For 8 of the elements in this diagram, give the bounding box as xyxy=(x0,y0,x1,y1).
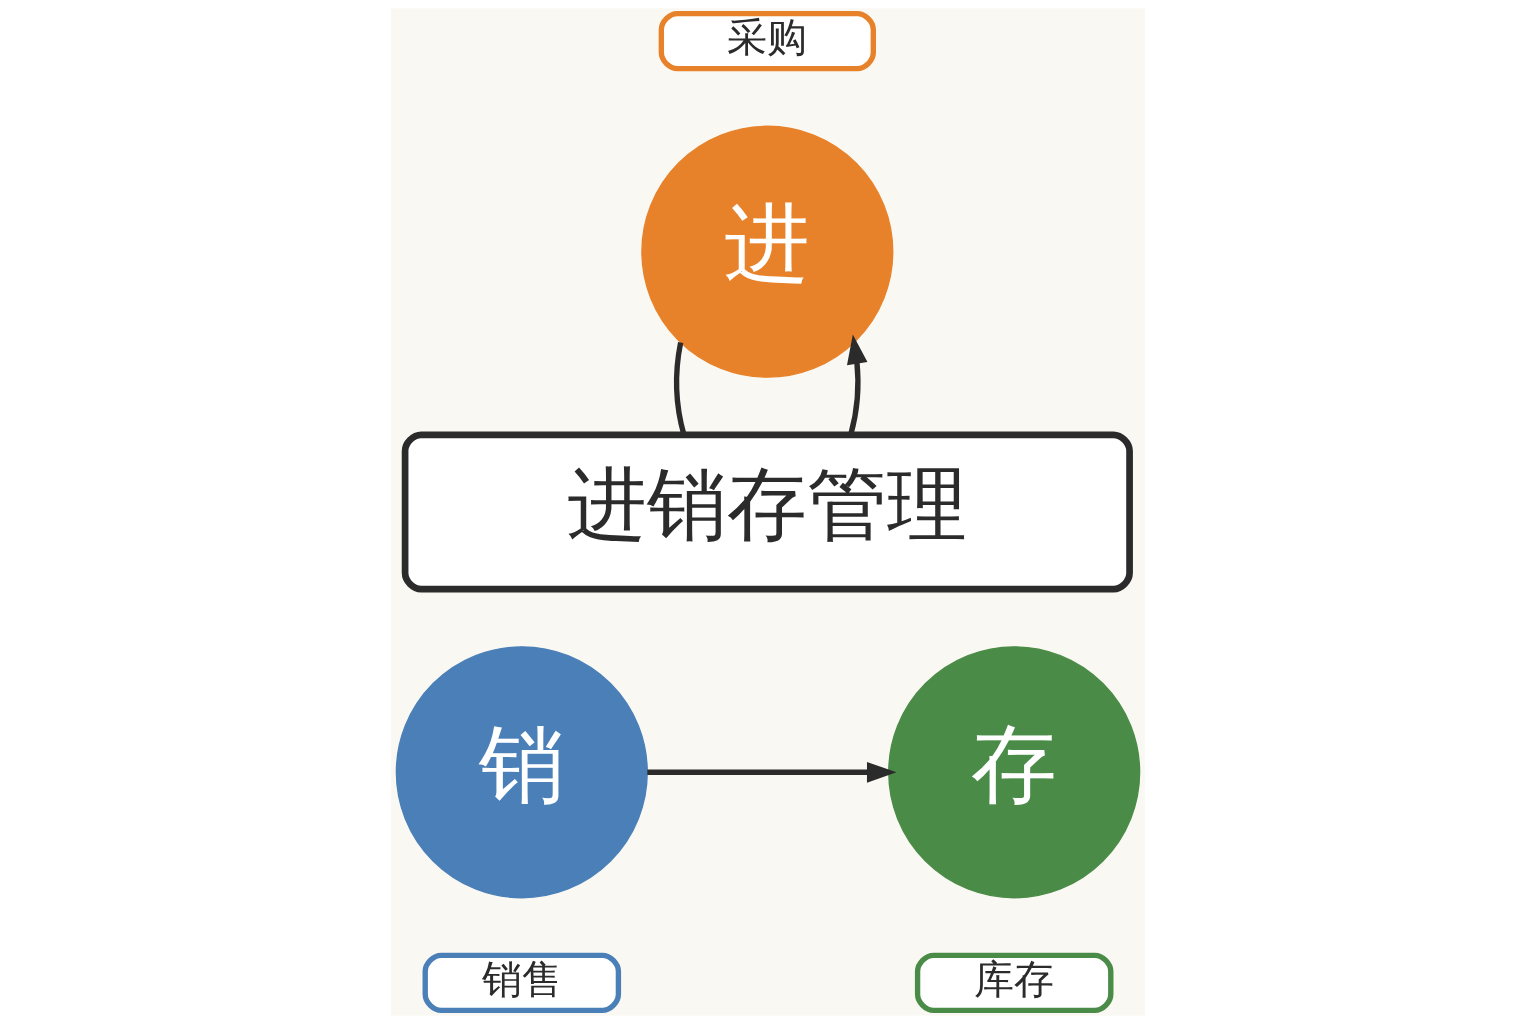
node-circle: 存 xyxy=(888,646,1141,899)
node-circle: 销 xyxy=(395,646,648,899)
node-box: 库存 xyxy=(914,952,1114,1014)
node-circle: 进 xyxy=(641,125,894,378)
node-box: 销售 xyxy=(422,952,622,1014)
node-box: 进销存管理 xyxy=(401,431,1133,593)
node-box: 采购 xyxy=(658,10,876,72)
arrow xyxy=(647,761,897,783)
